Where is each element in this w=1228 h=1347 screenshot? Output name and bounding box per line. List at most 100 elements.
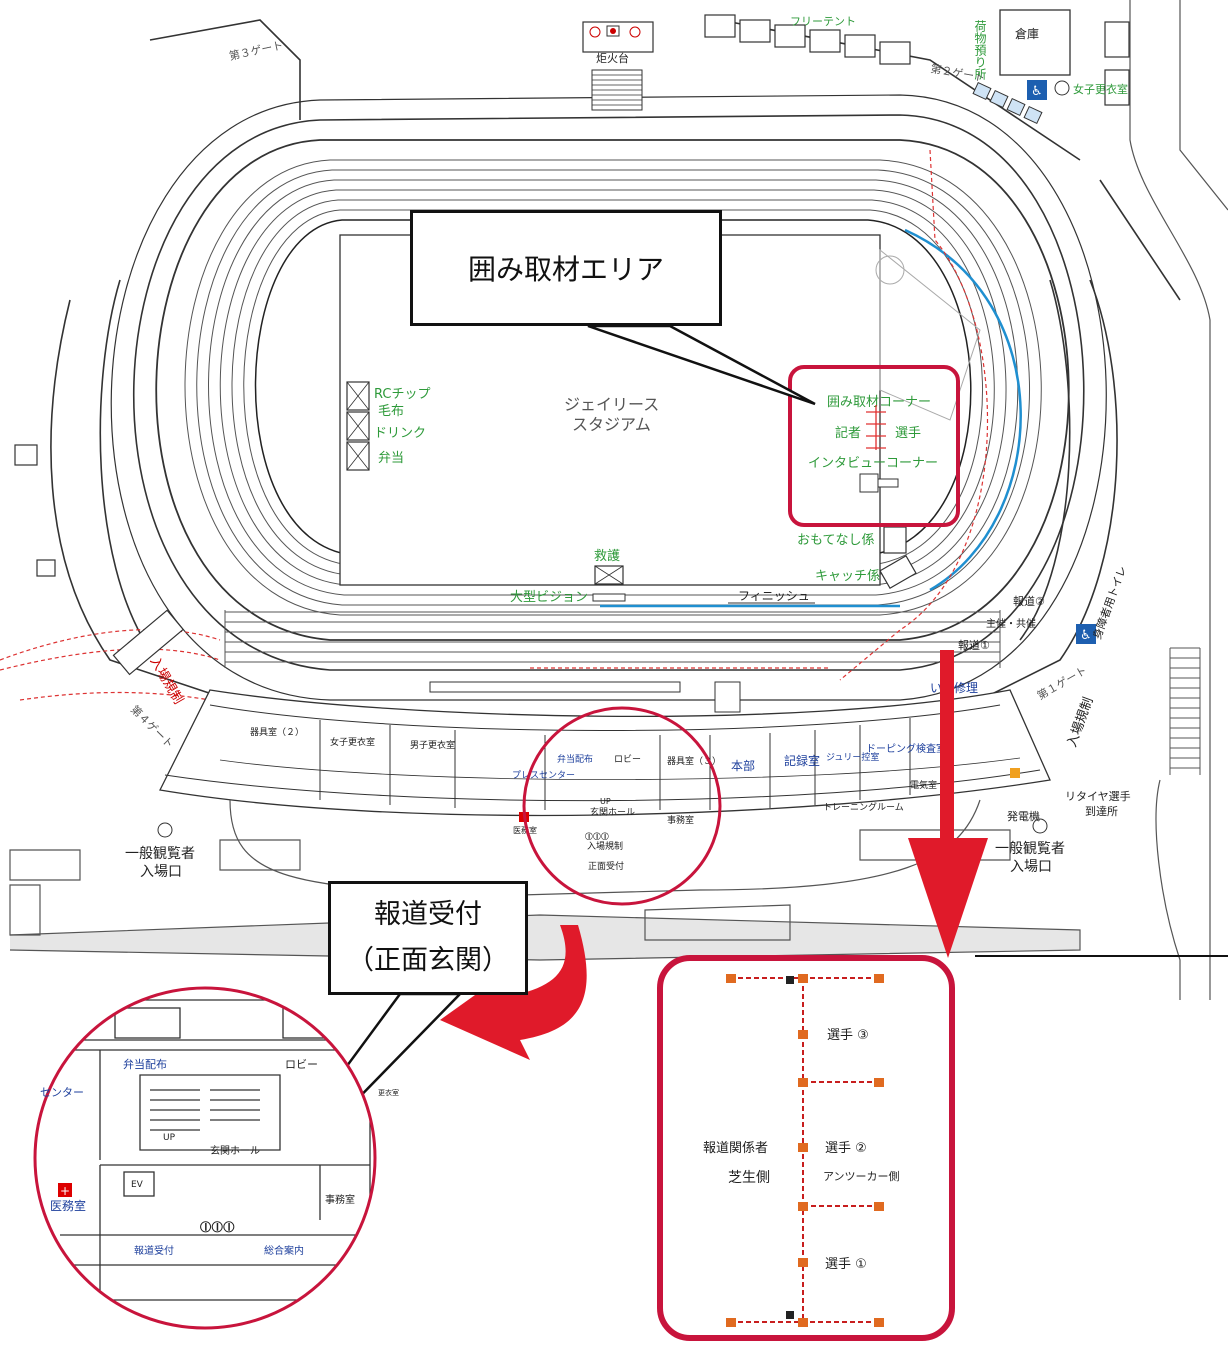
interview-barrier [866, 405, 886, 450]
svg-text:♿: ♿ [1031, 84, 1043, 99]
catch-label: キャッチ係 [815, 569, 880, 584]
athlete2-label: 選手 ② [825, 1141, 867, 1156]
retire-label-2: 到達所 [1085, 805, 1118, 818]
inset-changing-label: 更衣室 [378, 1088, 399, 1097]
equipment3-label: 器具室（３） [667, 755, 721, 767]
front-plaza [9, 0, 1228, 1000]
inset-center-label: センター [40, 1086, 84, 1099]
big-screen [592, 593, 626, 602]
hospitality-label: おもてなし係 [797, 533, 874, 548]
athlete-label: 選手 [895, 426, 921, 441]
equipment2-label: 器具室（２） [250, 726, 304, 738]
inset-right-posts [726, 974, 884, 1327]
inset-lobby-label: ロビー [285, 1058, 318, 1071]
womens-room-bld-label: 女子更衣室 [330, 736, 375, 748]
retire-label-1: リタイヤ選手 [1065, 789, 1131, 803]
course-route-lines [0, 149, 989, 701]
up-bld-label: UP [600, 797, 611, 806]
reception-highlight-circle [522, 706, 722, 906]
rescue-label: 救護 [594, 548, 620, 564]
hq-label: 本部 [731, 758, 755, 773]
free-tents [704, 14, 1130, 106]
disabled-toilet-icon [1076, 624, 1096, 644]
catch-booth [879, 555, 917, 589]
stadium-name-line1: ジェイリース [564, 395, 659, 414]
free-tent-label: フリーテント [790, 15, 856, 28]
rc-chip-label: RCチップ [374, 387, 430, 402]
inset-ev-label: EV [131, 1180, 144, 1190]
red-arrow-down [908, 650, 988, 958]
inset-press-reception-label: 報道受付 [134, 1244, 174, 1257]
entry-control-right: 入場規制 [1065, 695, 1097, 749]
inset-up-label: UP [163, 1133, 176, 1143]
finish-label: フィニッシュ [738, 589, 810, 603]
supply-tables [346, 381, 370, 471]
callout-top-pointer [587, 324, 816, 406]
lockers [972, 81, 1043, 125]
interview-area-callout-text: 囲み取材エリア [467, 253, 664, 286]
inset-bento-label: 弁当配布 [123, 1057, 167, 1071]
doping-label: ドーピング検査室 [866, 742, 946, 755]
press1-label: 報道① [958, 638, 990, 652]
medical-bld-label: 医務室 [513, 825, 537, 835]
lobby-bld-label: ロビー [614, 754, 641, 765]
meeting-point-icon [1054, 80, 1070, 96]
storage-building [999, 9, 1071, 76]
front-entrance-callout-text: （正面玄関） [347, 945, 509, 976]
gate3-label: 第３ゲート [228, 38, 285, 63]
front-desk-label: 正面受付 [588, 860, 624, 872]
baggage-label: 荷物預り所 [973, 20, 987, 80]
athlete1-label: 選手 ① [825, 1257, 867, 1272]
field-event-area [875, 248, 981, 421]
organizer-label: 主催・共催 [986, 617, 1036, 630]
press-reception-callout-text: 報道受付 [374, 899, 482, 930]
big-screen-label: 大型ビジョン [510, 590, 588, 605]
inset-office-label: 事務室 [325, 1193, 355, 1206]
finish-line-marking [600, 228, 1022, 608]
general-entrance-right-2: 入場口 [1010, 859, 1052, 875]
inset-doors: ⦶⦶⦶ [200, 1217, 235, 1236]
lawn-side-label: 芝生側 [728, 1170, 770, 1186]
electric-label: 電気室 [910, 779, 937, 791]
general-entrance-left-2: 入場口 [140, 864, 182, 880]
stadium-name-line2: スタジアム [572, 415, 651, 434]
lunch-label: 弁当 [378, 451, 404, 466]
chair-repair-label: いす修理 [930, 680, 978, 695]
drink-label: ドリンク [374, 426, 426, 441]
svg-text:♿: ♿ [1080, 628, 1092, 643]
inset-medical-icon [58, 1183, 72, 1197]
interview-area-frame [788, 365, 960, 527]
general-entrance-left-1: 一般観覧者 [125, 845, 195, 862]
mens-room-bld-label: 男子更衣室 [410, 739, 455, 751]
storage-label: 倉庫 [1015, 26, 1039, 41]
parking-stripes [1169, 647, 1201, 775]
generator-label: 発電機 [1007, 809, 1040, 823]
general-entrance-right-1: 一般観覧者 [995, 840, 1065, 857]
inset-left-magnified [33, 986, 377, 1330]
entrance-hall-label: 玄関ホール [590, 806, 635, 818]
entry-control-bld-label: 入場規制 [587, 840, 623, 852]
training-label: トレーニングルーム [823, 801, 904, 813]
athlete3-label: 選手 ③ [827, 1028, 869, 1043]
right-gate-icon [1032, 818, 1048, 834]
inset-medical-label: 医務室 [50, 1198, 86, 1213]
press2-label: 報道② [1013, 594, 1045, 608]
torch-platform [582, 21, 654, 111]
generator-box [1010, 768, 1020, 778]
outer-stands [50, 19, 1181, 701]
womens-room-label: 女子更衣室 [1073, 82, 1128, 96]
hospitality-booth [883, 526, 907, 554]
interview-podium [859, 473, 879, 493]
interview-area-callout: 囲み取材エリア [410, 210, 722, 326]
disabled-toilet-label: 身障者用トイレ [1090, 564, 1129, 641]
reporter-label: 記者 [835, 425, 861, 441]
press-center-label: プレスセンター [512, 770, 575, 781]
door-icons: ⦶⦶⦶ [584, 830, 609, 843]
blanket-label: 毛布 [378, 404, 404, 419]
press-reception-callout: 報道受付 （正面玄関） [328, 881, 528, 995]
wheelchair-icon [1027, 80, 1047, 100]
bento-bld-label: 弁当配布 [557, 753, 593, 765]
track-straight-bar [429, 681, 681, 693]
torch-label: 炬火台 [596, 51, 629, 65]
